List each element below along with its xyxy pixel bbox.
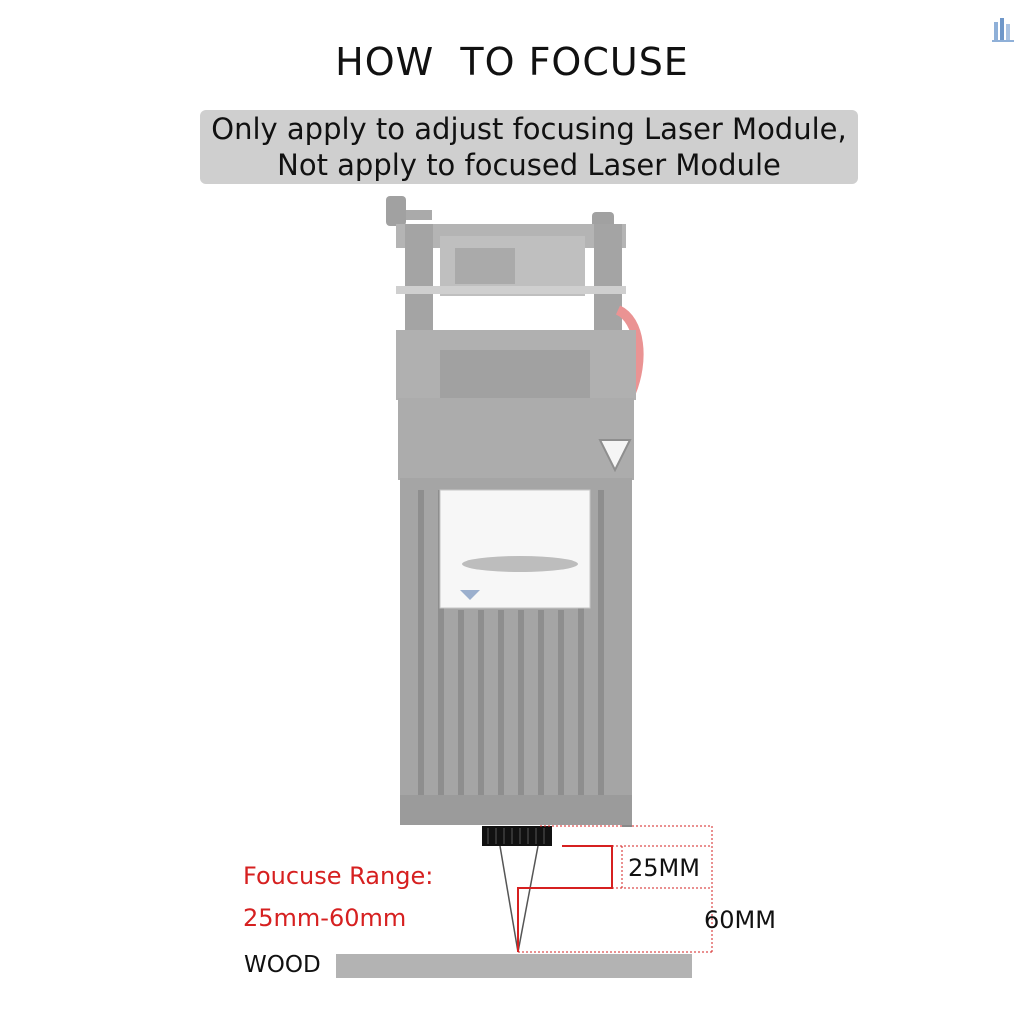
near-distance-label: 25MM (628, 854, 700, 882)
wood-label: WOOD (244, 952, 321, 978)
focus-range-label: Foucuse Range: (243, 862, 434, 890)
far-distance-label: 60MM (704, 906, 776, 934)
beam-right (517, 845, 539, 953)
focus-range-value: 25mm-60mm (243, 904, 407, 932)
top-knob (386, 196, 406, 226)
note-line-1: Only apply to adjust focusing Laser Modu… (211, 112, 847, 146)
brand-logo-icon (992, 18, 1014, 42)
wood-surface (336, 954, 692, 978)
aperture-band (400, 795, 632, 825)
applicability-note: Only apply to adjust focusing Laser Modu… (200, 110, 858, 184)
warning-band (398, 398, 634, 480)
label-sticker (439, 489, 591, 609)
focus-lens-knob (482, 826, 552, 846)
near-focus-bracket (517, 845, 613, 952)
beam-left (499, 845, 519, 953)
page-title: HOW TO FOCUSE (335, 40, 689, 84)
note-line-2: Not apply to focused Laser Module (277, 148, 781, 182)
laser-module (386, 196, 644, 825)
